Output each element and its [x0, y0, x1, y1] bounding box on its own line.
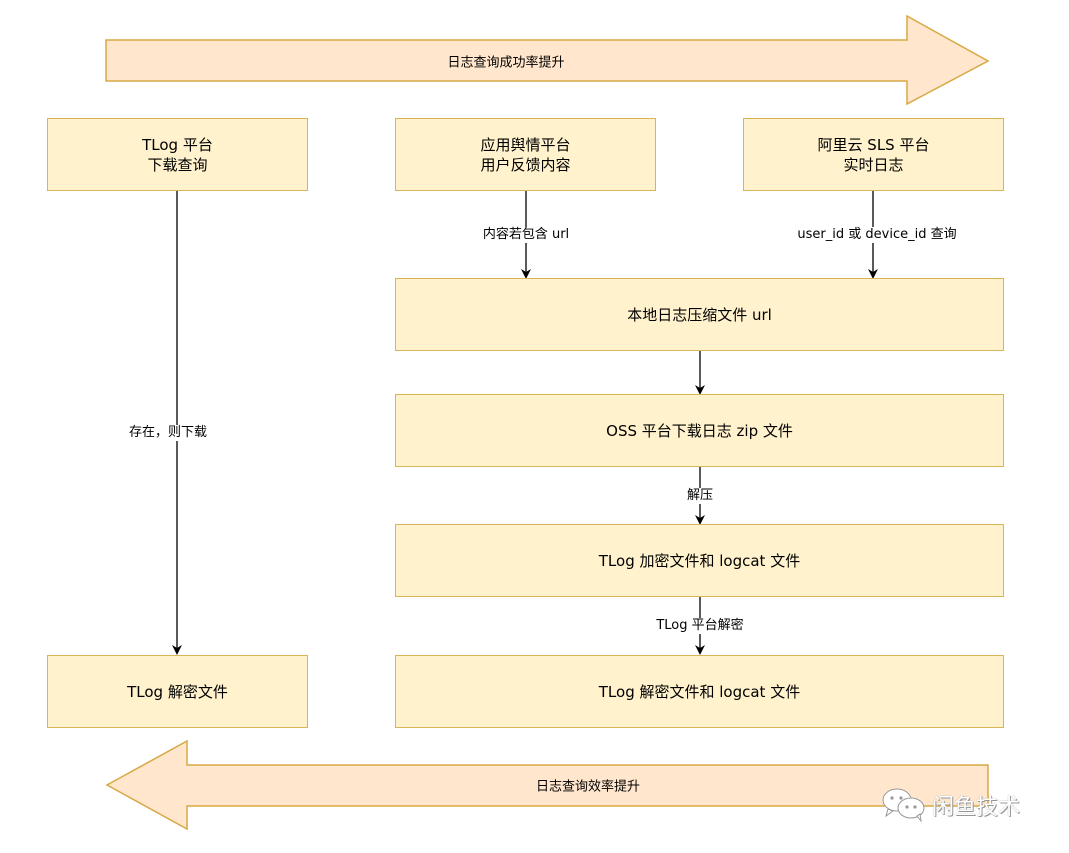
node-tlog-decrypted-left[interactable]: TLog 解密文件 [47, 655, 308, 728]
node-tlog-encrypted-label: TLog 加密文件和 logcat 文件 [598, 551, 801, 570]
watermark: 闲鱼技术 [880, 787, 1020, 823]
edge-label-encrypted-to-decrypted: TLog 平台解密 [655, 618, 745, 634]
edge-label-sls-to-url: user_id 或 device_id 查询 [796, 227, 958, 243]
node-tlog-platform-line1: TLog 平台 [142, 135, 213, 154]
node-local-log-url-label: 本地日志压缩文件 url [627, 305, 772, 324]
banner-label-top: 日志查询成功率提升 [447, 55, 565, 71]
node-tlog-decrypted-right-label: TLog 解密文件和 logcat 文件 [598, 682, 801, 701]
wechat-icon [882, 788, 925, 823]
edge-label-oss-to-encrypted: 解压 [685, 488, 715, 504]
node-tlog-platform-line2: 下载查询 [147, 155, 208, 174]
node-tlog-decrypted-right[interactable]: TLog 解密文件和 logcat 文件 [395, 655, 1004, 728]
banner-label-bottom: 日志查询效率提升 [535, 779, 641, 795]
node-sentiment-platform-line1: 应用舆情平台 [480, 135, 571, 154]
node-sentiment-platform[interactable]: 应用舆情平台 用户反馈内容 [395, 118, 656, 191]
node-tlog-decrypted-left-label: TLog 解密文件 [127, 682, 228, 701]
node-sentiment-platform-line2: 用户反馈内容 [480, 155, 571, 174]
node-oss-download[interactable]: OSS 平台下载日志 zip 文件 [395, 394, 1004, 467]
banner-arrow-bottom [105, 739, 989, 831]
node-tlog-encrypted[interactable]: TLog 加密文件和 logcat 文件 [395, 524, 1004, 597]
edge-label-sentiment-to-url: 内容若包含 url [481, 227, 571, 243]
node-sls-platform-line1: 阿里云 SLS 平台 [817, 135, 930, 154]
watermark-text: 闲鱼技术 [932, 795, 1021, 820]
node-sls-platform-line2: 实时日志 [843, 155, 904, 174]
node-tlog-platform[interactable]: TLog 平台 下载查询 [47, 118, 308, 191]
node-oss-download-label: OSS 平台下载日志 zip 文件 [606, 421, 793, 440]
node-sls-platform[interactable]: 阿里云 SLS 平台 实时日志 [743, 118, 1004, 191]
node-local-log-url[interactable]: 本地日志压缩文件 url [395, 278, 1004, 351]
edge-label-tlog-to-decrypted: 存在，则下载 [127, 425, 209, 441]
banner-arrow-top [105, 14, 990, 106]
